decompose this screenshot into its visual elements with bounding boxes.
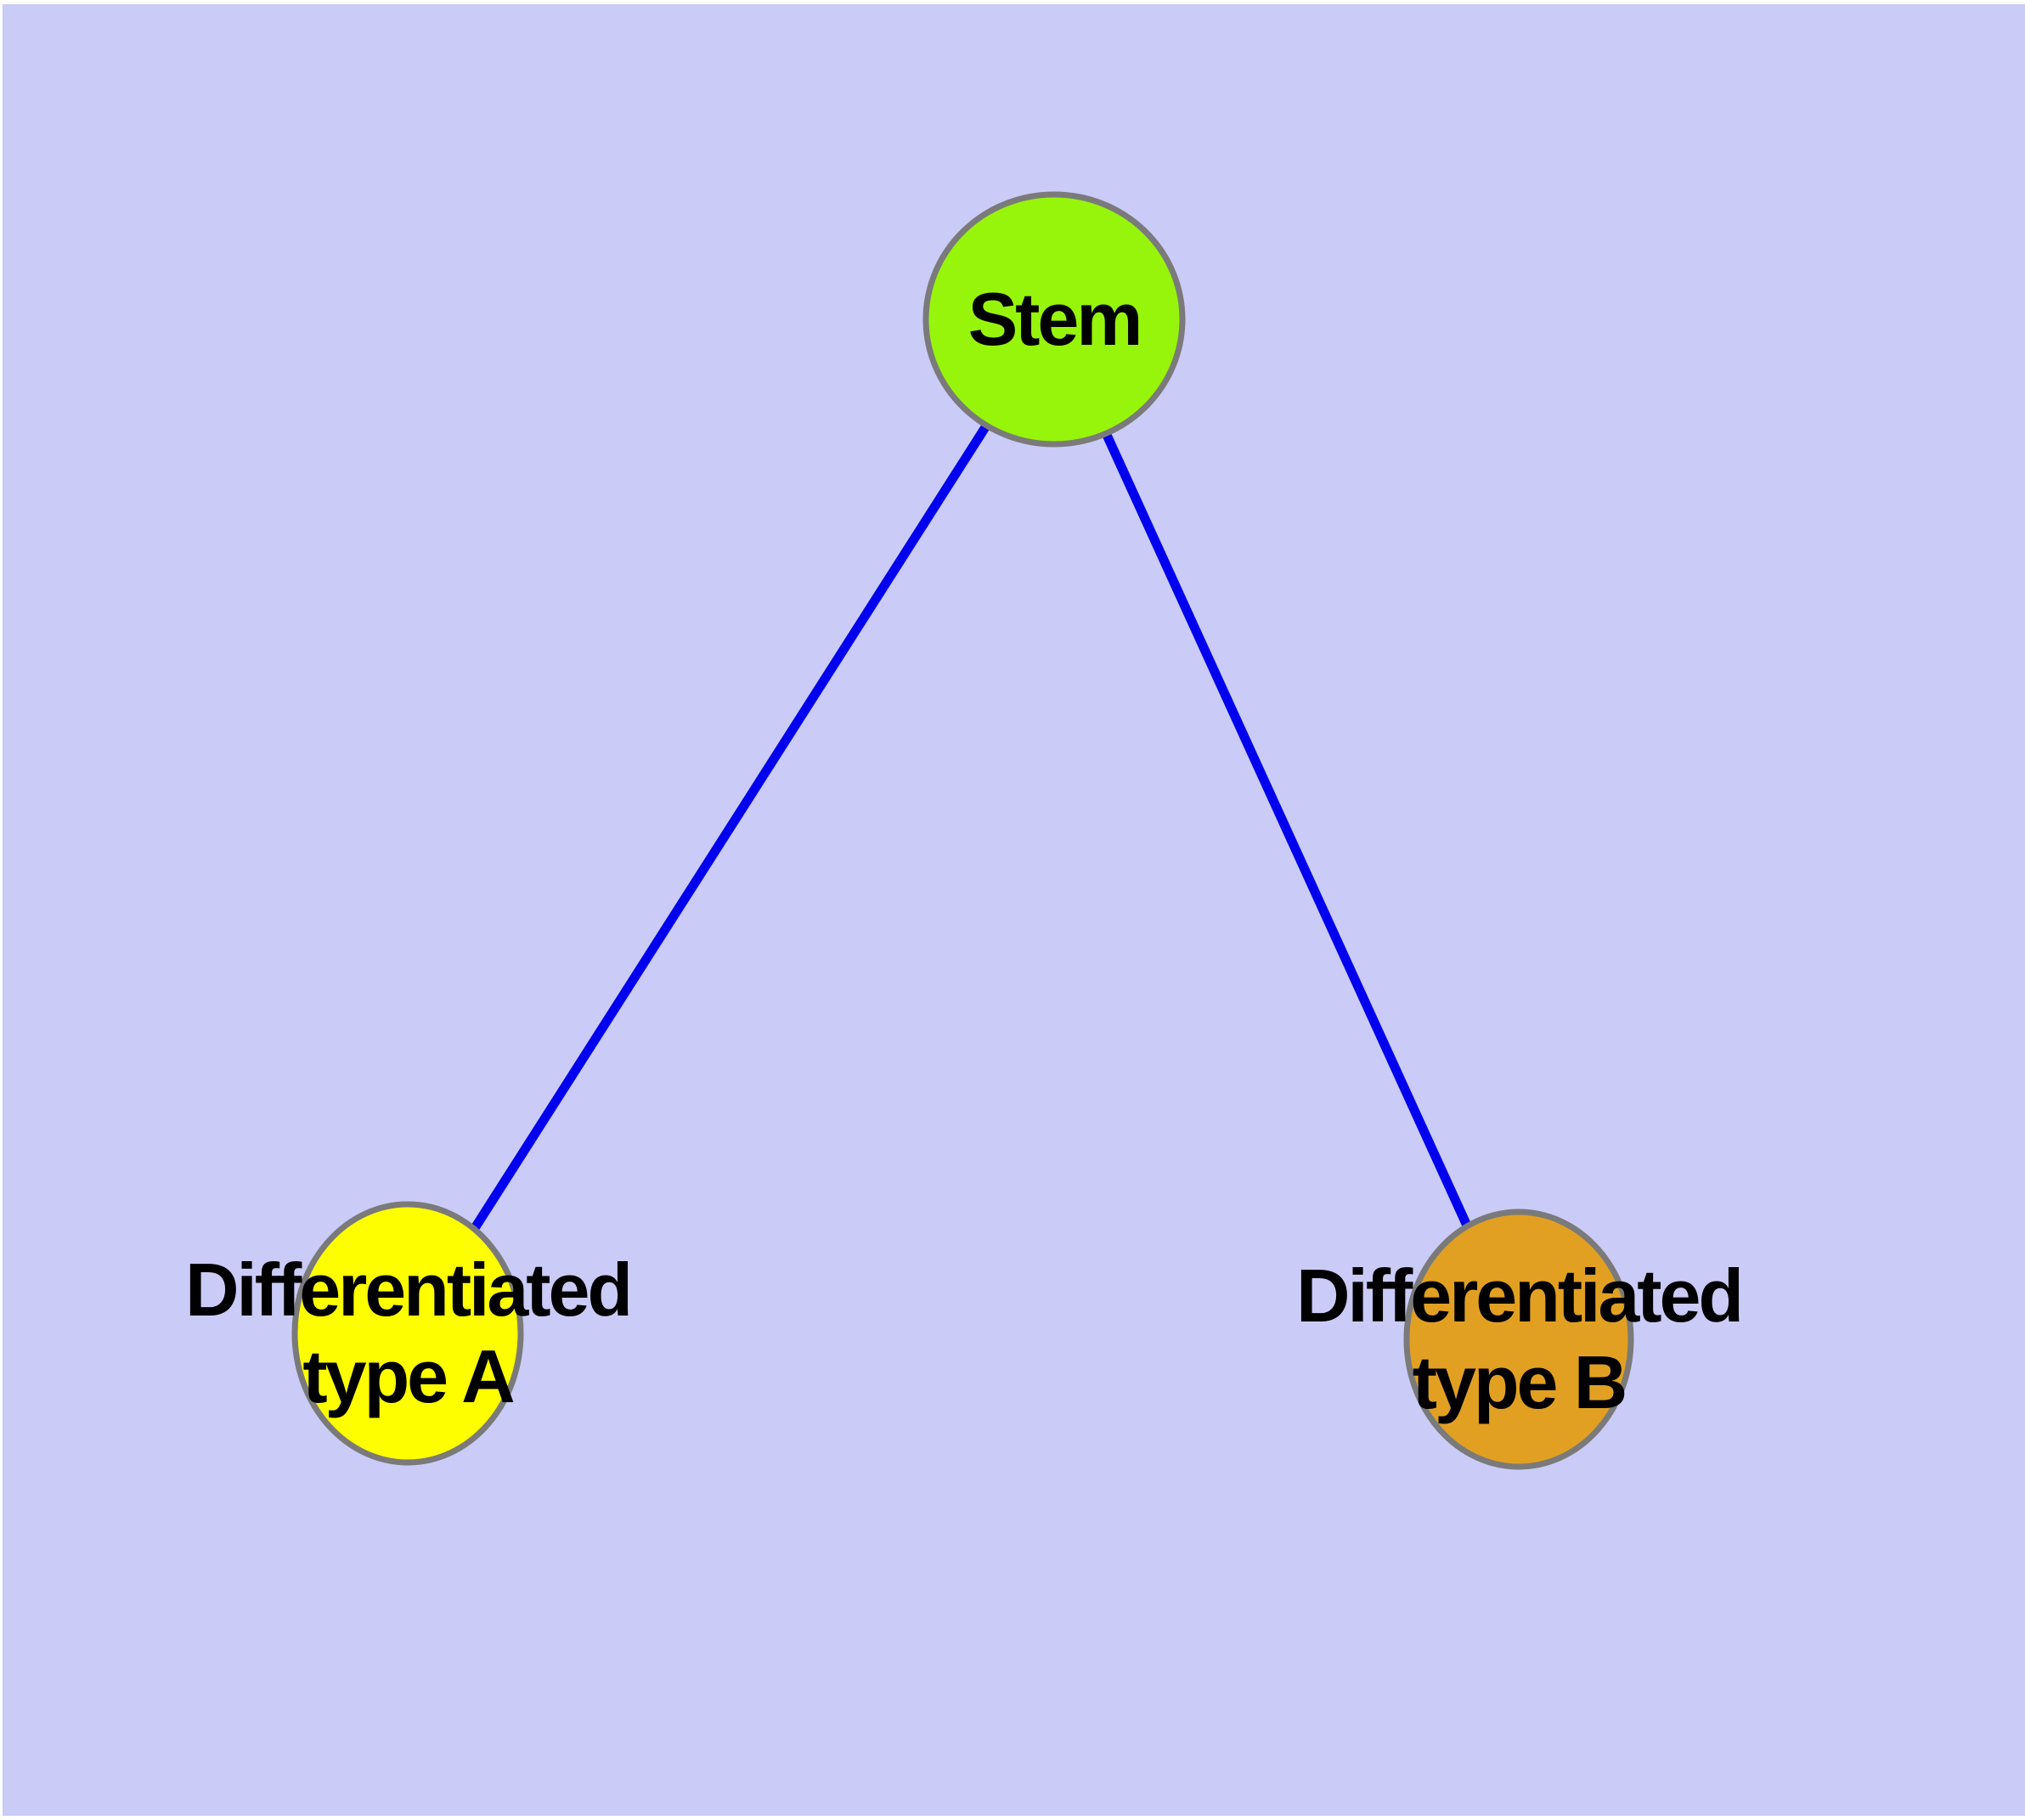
node-differentiated-type-b[interactable] [1403,1209,1634,1470]
node-stem[interactable] [922,191,1186,448]
graph-svg [291,191,1634,1470]
edge-stem-to-type-b [1049,317,1524,1342]
node-differentiated-type-a[interactable] [291,1201,524,1466]
graph-canvas: Stem Differentiated type A Differentiate… [3,4,2025,1816]
edge-stem-to-type-a [403,317,1058,1336]
